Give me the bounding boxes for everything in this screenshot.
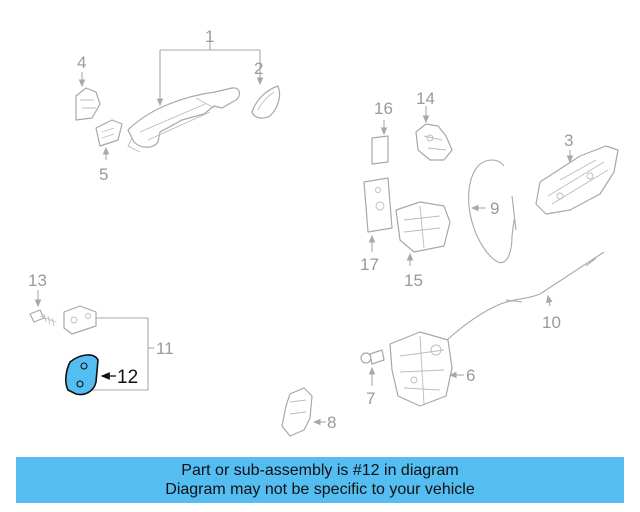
leader-1 — [160, 42, 260, 105]
label-part-16: 16 — [374, 99, 393, 118]
label-part-10: 10 — [542, 313, 561, 332]
label-part-17: 17 — [360, 255, 379, 274]
label-part-8: 8 — [327, 413, 336, 432]
part-9-cable — [468, 159, 517, 264]
label-part-5: 5 — [99, 165, 108, 184]
part-11-seal — [63, 305, 97, 335]
label-part-1: 1 — [205, 27, 214, 46]
banner-line-2: Diagram may not be specific to your vehi… — [165, 481, 475, 498]
label-part-4: 4 — [77, 53, 86, 72]
info-banner: Part or sub-assembly is #12 in diagram D… — [16, 457, 624, 503]
label-part-7: 7 — [366, 389, 375, 408]
label-part-14: 14 — [416, 89, 435, 108]
label-part-9: 9 — [490, 199, 499, 218]
label-part-13: 13 — [28, 271, 47, 290]
label-part-15: 15 — [404, 271, 423, 290]
part-14-striker — [415, 123, 453, 161]
leader-10 — [546, 294, 553, 307]
label-part-12: 12 — [117, 367, 138, 388]
part-4-bracket — [75, 87, 101, 121]
label-part-3: 3 — [564, 131, 573, 150]
part-1-door-handle — [127, 87, 241, 153]
label-part-6: 6 — [466, 366, 475, 385]
part-16-pad — [371, 135, 389, 165]
part-10-rod — [429, 251, 605, 357]
part-6-latch — [389, 331, 453, 407]
part-7-screw — [360, 349, 385, 365]
part-12-pad-highlighted — [65, 354, 99, 396]
part-17-plate — [363, 177, 393, 233]
part-15-hinge — [395, 201, 451, 253]
part-8-bracket — [281, 387, 313, 437]
label-part-2: 2 — [254, 59, 263, 78]
label-part-11: 11 — [156, 339, 174, 358]
part-3-inner-handle — [535, 145, 619, 215]
part-13-screw — [29, 309, 57, 327]
part-2-handle-cap — [251, 85, 281, 119]
part-5-gasket — [95, 119, 123, 147]
banner-line-1: Part or sub-assembly is #12 in diagram — [181, 462, 459, 479]
leader-11-bracket — [92, 317, 149, 391]
